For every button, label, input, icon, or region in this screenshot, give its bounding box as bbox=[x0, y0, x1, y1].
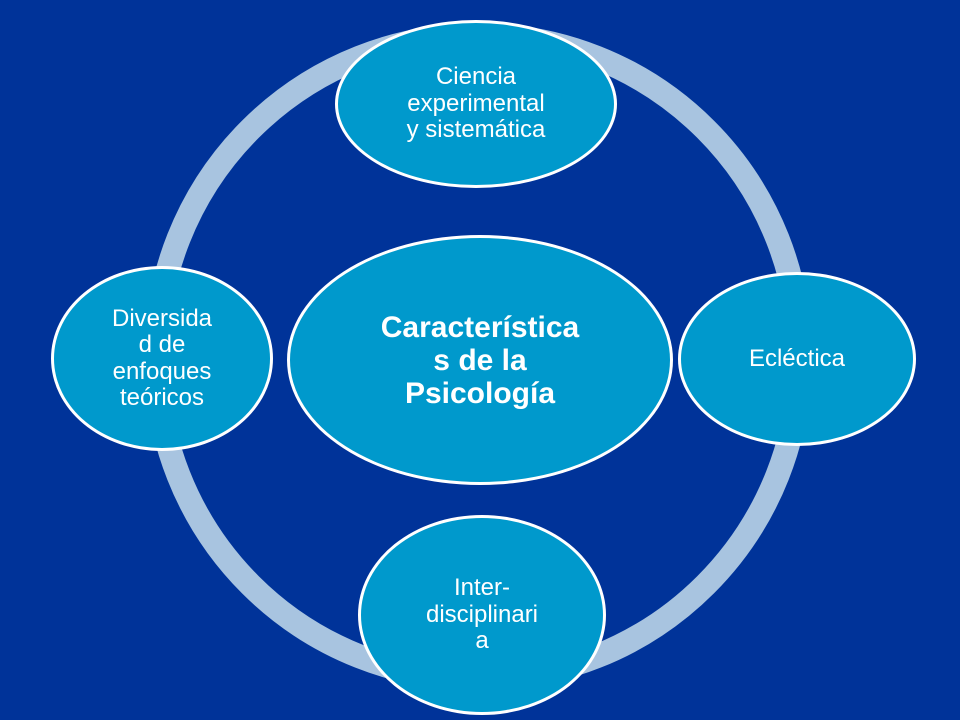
node-eclectica-label: Ecléctica bbox=[748, 344, 846, 372]
center-node-label: Característica s de la Psicología bbox=[380, 310, 580, 410]
node-diversidad-enfoques-label: Diversida d de enfoques teóricos bbox=[111, 304, 213, 411]
center-node: Característica s de la Psicología bbox=[287, 235, 673, 485]
node-ciencia-experimental: Ciencia experimental y sistemática bbox=[335, 20, 617, 188]
node-diversidad-enfoques: Diversida d de enfoques teóricos bbox=[51, 266, 273, 451]
node-eclectica: Ecléctica bbox=[678, 272, 916, 446]
node-interdisciplinaria-label: Inter- disciplinari a bbox=[425, 574, 539, 655]
node-interdisciplinaria: Inter- disciplinari a bbox=[358, 515, 606, 715]
node-ciencia-experimental-label: Ciencia experimental y sistemática bbox=[406, 63, 546, 144]
